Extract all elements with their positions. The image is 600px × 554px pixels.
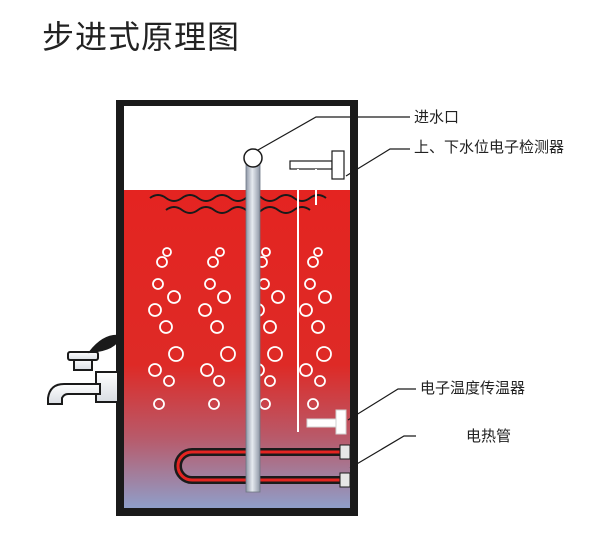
bubble [208, 398, 220, 410]
bubble [217, 290, 231, 304]
bubble [311, 320, 325, 334]
bubble [318, 290, 332, 304]
bubble [314, 375, 326, 387]
bubble [220, 346, 236, 362]
faucet-handle [87, 334, 122, 354]
bubble [159, 320, 173, 334]
bubble [299, 363, 313, 377]
bubble [299, 303, 313, 317]
bubble [204, 278, 216, 290]
inlet-pipe-cap [243, 148, 263, 168]
water-surface-waves [149, 194, 327, 214]
bubble [148, 303, 162, 317]
bubble [264, 375, 276, 387]
label-level-sensor: 上、下水位电子检测器 [414, 138, 564, 156]
bubble [215, 247, 225, 257]
bubble [198, 303, 212, 317]
bubble [213, 375, 225, 387]
leader-lines [257, 116, 416, 469]
bubble [153, 398, 165, 410]
temp-sensor-mount [335, 409, 347, 435]
temp-sensor-probe [306, 418, 340, 428]
leader-heating-tube [349, 435, 416, 469]
bubble [162, 247, 172, 257]
label-heating-tube: 电热管 [466, 427, 511, 445]
bubble [316, 346, 332, 362]
bubble [304, 278, 316, 290]
level-sensor-arm [289, 160, 333, 170]
bubble [267, 346, 283, 362]
bubble [168, 346, 184, 362]
heating-tube [174, 444, 351, 488]
faucet [47, 334, 122, 405]
bubble [163, 375, 175, 387]
bubble [261, 247, 271, 257]
wave-line [165, 206, 311, 214]
faucet-spout [47, 383, 101, 405]
heating-tube-core [176, 450, 344, 482]
bubble [207, 256, 219, 268]
label-water-inlet: 进水口 [414, 108, 459, 126]
water-body [124, 190, 350, 508]
inlet-pipe [243, 148, 263, 493]
heating-tube-terminal-top [339, 444, 351, 460]
label-temp-sensor: 电子温度传温器 [420, 379, 525, 397]
bubble [167, 290, 181, 304]
inlet-pipe-body [245, 161, 261, 493]
bubble [307, 398, 319, 410]
temperature-sensor [306, 409, 347, 435]
leader-level-sensor [345, 148, 410, 177]
bubble [210, 320, 224, 334]
bubble [263, 320, 277, 334]
leader-water-inlet [257, 116, 410, 151]
bubble [307, 256, 319, 268]
leader-temp-sensor [347, 388, 416, 421]
wave-line [149, 194, 327, 202]
bubble [313, 247, 323, 257]
diagram-title: 步进式原理图 [42, 18, 241, 56]
level-sensor-mount [331, 150, 345, 180]
bubble [200, 363, 214, 377]
faucet-stem-cap [67, 351, 99, 361]
level-sensor [289, 150, 345, 432]
bubble [156, 256, 168, 268]
bubble [271, 290, 285, 304]
bubble [148, 363, 162, 377]
bubble [152, 278, 164, 290]
heating-tube-terminal-bottom [339, 472, 351, 488]
